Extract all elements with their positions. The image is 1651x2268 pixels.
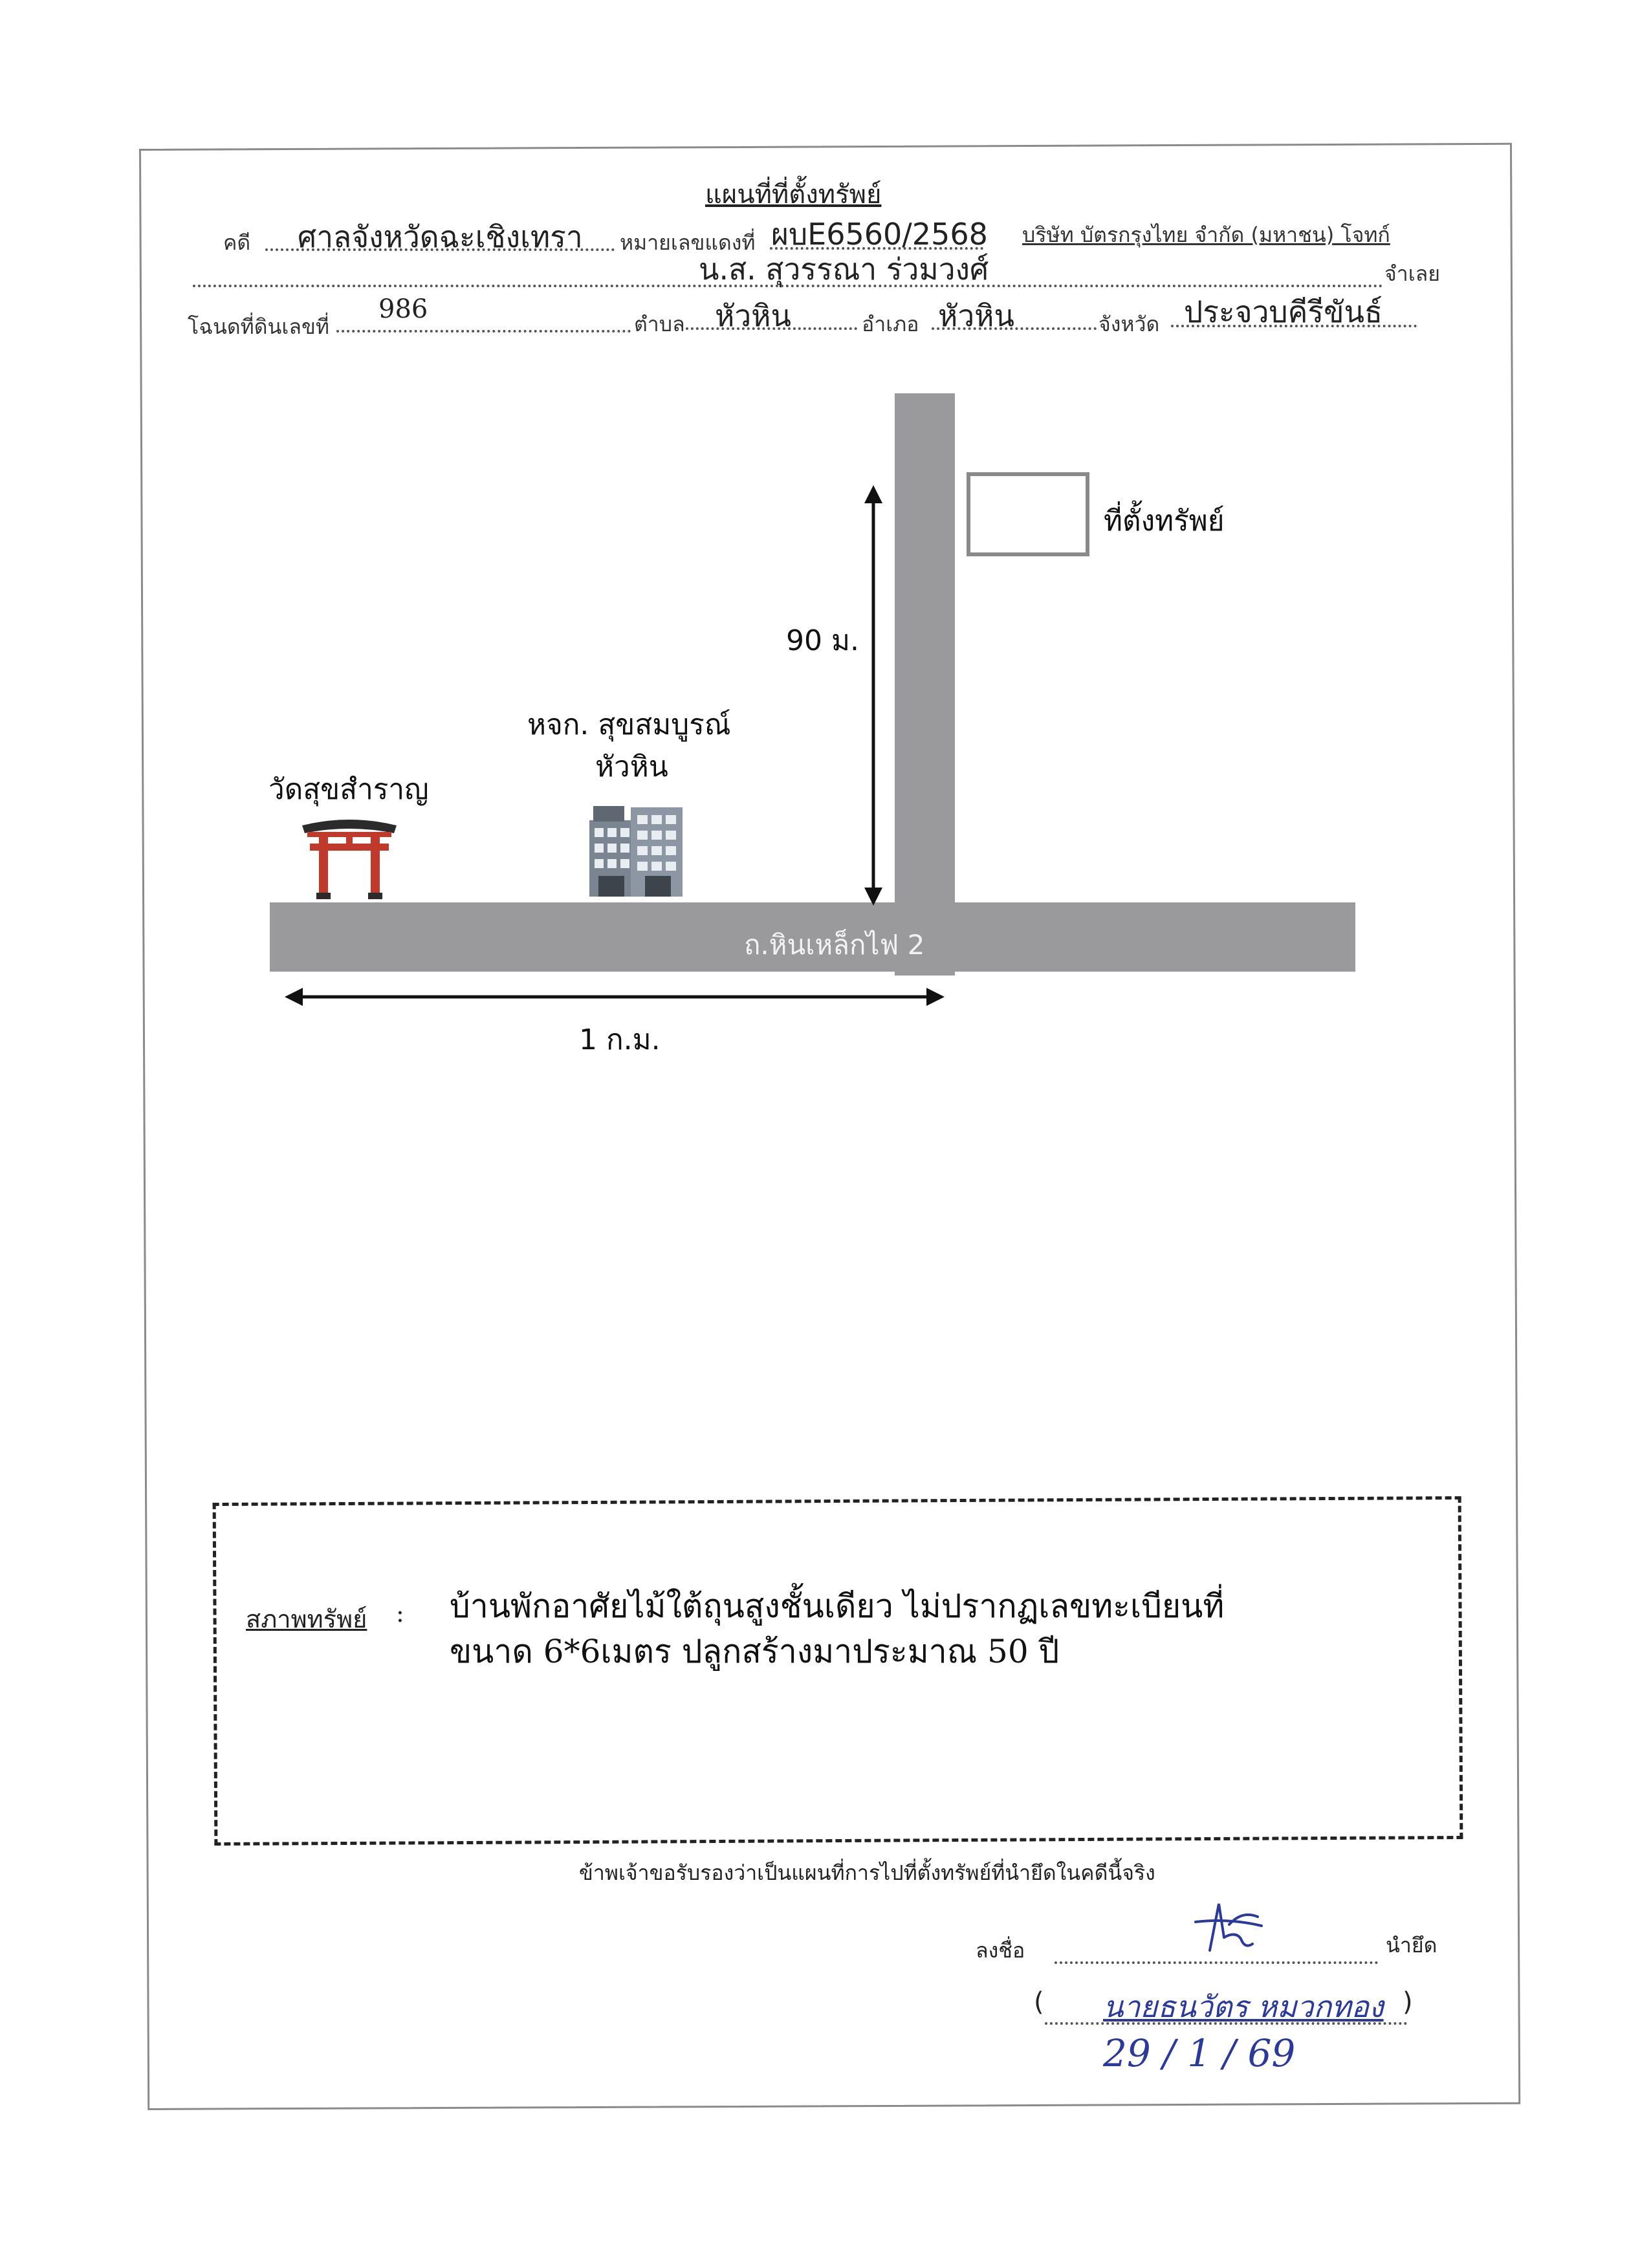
red-case-dotline — [770, 247, 983, 250]
side-road — [895, 393, 955, 976]
defendant-dotline — [193, 285, 1383, 287]
red-case-label: หมายเลขแดงที่ — [620, 230, 756, 255]
sign-label: ลงชื่อ — [976, 1938, 1025, 1963]
case-label: คดี — [223, 230, 251, 255]
document-title: แผนที่ที่ตั้งทรัพย์ — [705, 180, 882, 210]
court-dotline — [265, 248, 615, 251]
condition-label: สภาพทรัพย์ — [246, 1605, 367, 1633]
province-label: จังหวัด — [1099, 312, 1160, 336]
deed-number: 986 — [378, 294, 428, 324]
property-marker — [967, 472, 1089, 556]
district-dotline — [932, 327, 1097, 330]
province-name: ประจวบคีรีขันธ์ — [1184, 294, 1383, 329]
deed-label: โฉนดที่ดินเลขที่ — [188, 314, 329, 339]
court-name: ศาลจังหวัดฉะเชิงเทรา — [298, 219, 583, 254]
district-name: หัวหิน — [938, 298, 1014, 333]
sign-date: 29 / 1 / 69 — [1103, 2031, 1296, 2075]
shop-label-line2: หัวหิน — [595, 750, 668, 783]
province-dotline — [1171, 325, 1417, 327]
temple-label: วัดสุขสำราญ — [268, 773, 429, 806]
signature-mark — [1194, 1903, 1263, 1952]
certification-text: ข้าพเจ้าขอรับรองว่าเป็นแผนที่การไปที่ตั้… — [579, 1860, 1155, 1885]
double-arrow-icon — [285, 988, 945, 1006]
defendant-name: น.ส. สุวรรณา ร่วมวงศ์ — [699, 252, 989, 287]
defendant-suffix: จำเลย — [1384, 261, 1441, 286]
deed-dotline — [336, 330, 631, 333]
red-case-number: ผบE6560/2568 — [771, 217, 988, 252]
office-building-icon — [589, 806, 683, 897]
road-name: ถ.หินเหล็กไฟ 2 — [744, 929, 925, 961]
shop-label-line1: หจก. สุขสมบูรณ์ — [527, 708, 731, 741]
property-label: ที่ตั้งทรัพย์ — [1104, 505, 1225, 538]
signature-dotline — [1055, 1961, 1378, 1964]
vertical-distance: 90 ม. — [786, 624, 859, 657]
plaintiff: บริษัท บัตรกรุงไทย จำกัด (มหาชน) โจทก์ — [1022, 223, 1390, 247]
signer-name: นายธนวัตร หมวกทอง — [1103, 1989, 1384, 2024]
subdistrict-dotline — [686, 327, 857, 330]
district-label: อำเภอ — [862, 312, 919, 336]
main-road — [270, 902, 1355, 972]
sign-role: นำยึด — [1386, 1933, 1438, 1957]
condition-separator: : — [396, 1599, 404, 1628]
condition-line1: บ้านพักอาศัยไม้ใต้ถุนสูงชั้นเดียว ไม่ปรา… — [450, 1587, 1225, 1625]
condition-line2: ขนาด 6*6เมตร ปลูกสร้างมาประมาณ 50 ปี — [450, 1633, 1060, 1670]
subdistrict-name: หัวหิน — [715, 298, 791, 333]
close-paren: ) — [1403, 1987, 1413, 2017]
signer-dotline — [1045, 2022, 1407, 2025]
horizontal-distance: 1 ก.ม. — [579, 1023, 661, 1056]
subdistrict-label: ตำบล — [634, 312, 685, 336]
open-paren: ( — [1034, 1987, 1044, 2017]
double-arrow-icon — [864, 485, 882, 906]
torii-gate-icon — [302, 820, 397, 899]
